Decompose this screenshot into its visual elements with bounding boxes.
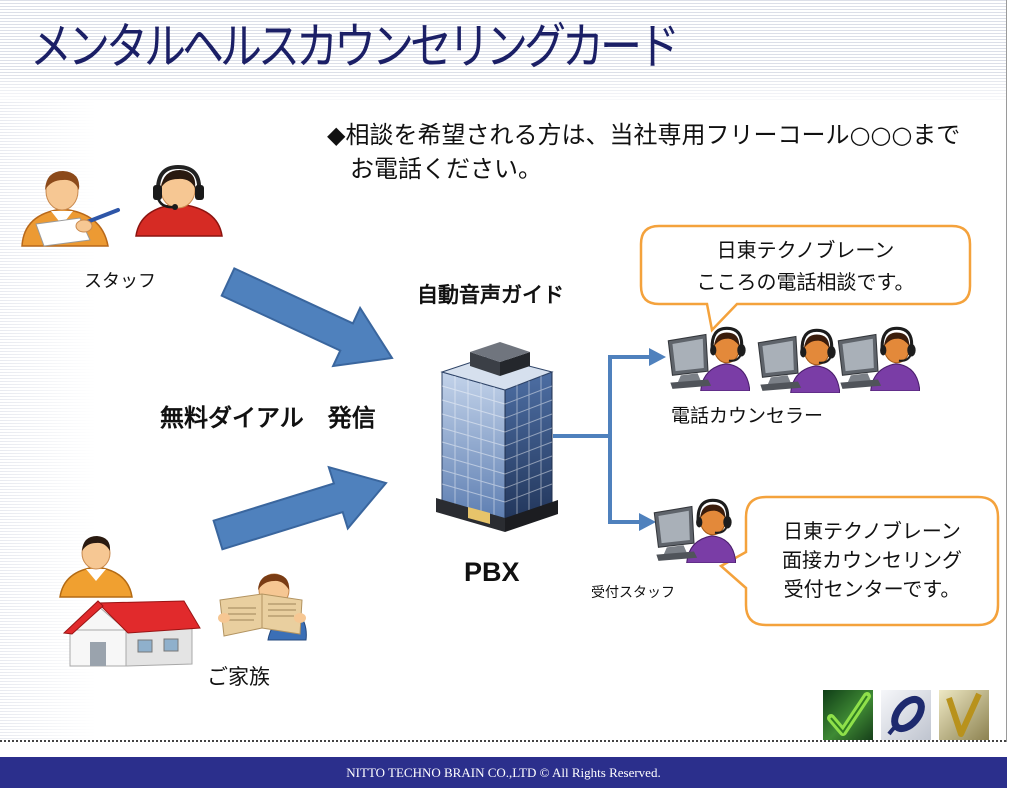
bubble-line: 日東テクノブレーン [783,519,961,543]
reception-staff-label: 受付スタッフ [591,585,675,601]
block-arrow-icon [212,465,388,551]
right-frame-line [1006,0,1007,742]
staff-label: スタッフ [84,271,156,292]
pbx-label: PBX [464,557,520,587]
family-label: ご家族 [207,665,270,689]
counselor-icon [756,328,840,393]
intro-text-line-2: お電話ください。 [350,155,542,183]
voice-guide-label: 自動音声ガイド [417,283,564,307]
connector-arrowhead [639,513,656,531]
footer-divider [0,740,1006,742]
page-title: メンタルヘルスカウンセリングカード [30,17,680,76]
connector-arrowhead [649,348,666,366]
copyright-text: NITTO TECHNO BRAIN CO.,LTD © All Rights … [346,765,661,780]
bubble-line: 面接カウンセリング [782,548,962,572]
title-band [0,0,1006,102]
office-building-icon [436,342,558,532]
footer-bar: NITTO TECHNO BRAIN CO.,LTD © All Rights … [0,757,1007,788]
phone-counseling-bubble [639,224,972,333]
green-check-logo-icon [823,690,873,740]
gold-v-logo-icon [939,690,989,740]
phone-counselor-label: 電話カウンセラー [671,405,824,427]
newspaper-reader-icon [218,573,307,641]
bubble-line: こころの電話相談です。 [696,270,915,294]
intro-text-line-1: ◆相談を希望される方は、当社専用フリーコール○○○まで [327,121,961,149]
connector-line [553,355,650,524]
phone-counseling-bubble-text: 日東テクノブレーン こころの電話相談です。 [641,234,970,298]
counselor-icon [666,326,750,391]
staff-writer-icon [21,171,120,247]
counselor-icon [652,498,736,563]
building-window-grid [441,376,553,518]
free-dial-label: 無料ダイアル 発信 [160,404,376,432]
block-arrow-icon [220,267,394,368]
blue-ring-logo-icon [881,690,931,740]
family-member-icon [59,536,133,598]
bubble-line: 日東テクノブレーン [716,238,895,262]
reception-bubble-text: 日東テクノブレーン 面接カウンセリング 受付センターです。 [746,517,998,604]
bubble-line: 受付センターです。 [783,577,961,601]
headset-operator-icon [135,164,223,237]
house-icon [62,600,201,667]
counselor-icon [836,326,920,391]
reception-bubble [718,495,1000,627]
